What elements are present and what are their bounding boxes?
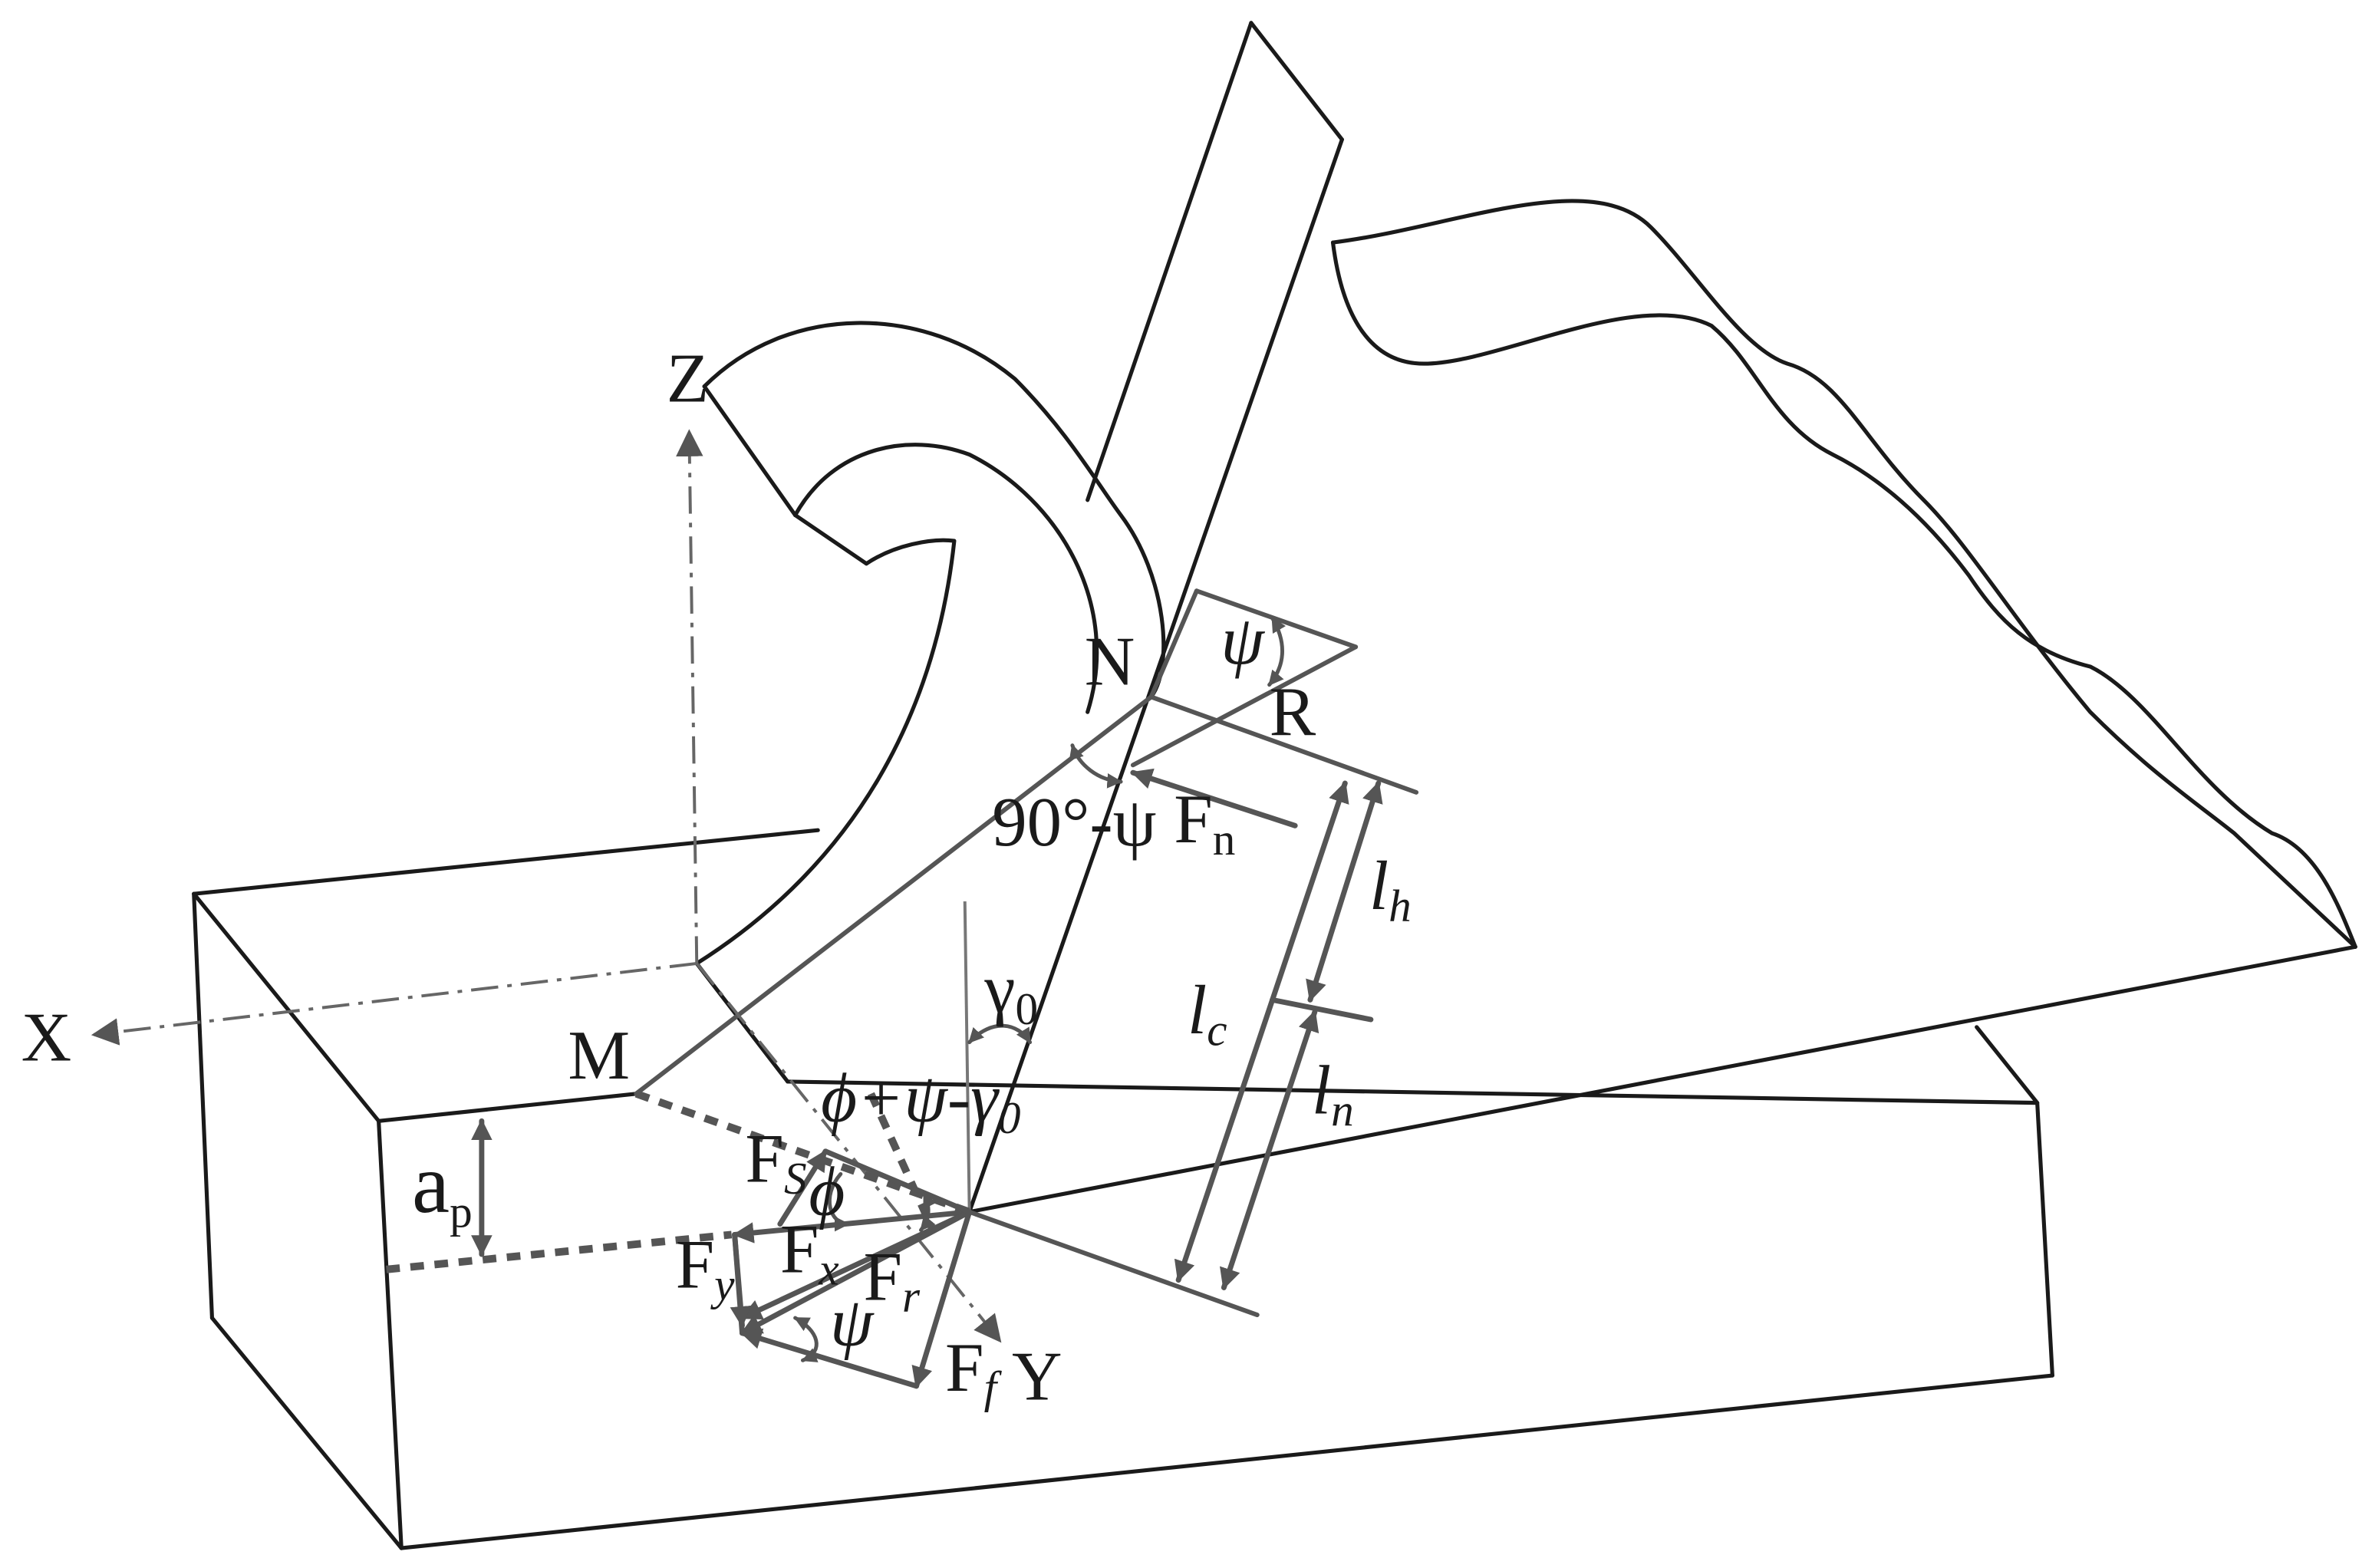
length-ln-label: ln [1312, 1051, 1354, 1135]
force-fx-label: Fx [780, 1211, 839, 1295]
force-fr-label: Fr [863, 1237, 921, 1322]
force-ff-label: Ff [945, 1329, 1003, 1413]
lh-dimension [1306, 780, 1383, 1003]
force-ff-arrow [911, 1209, 973, 1389]
length-dimensions [1174, 780, 1383, 1290]
point-m-label: M [568, 1016, 630, 1094]
angle-arcs [793, 616, 1286, 1362]
force-vectors [730, 768, 1298, 1389]
force-fs-label: FS [745, 1119, 806, 1204]
angle-psi-lower-label: ψ [830, 1283, 875, 1361]
axis-x-label: X [21, 998, 72, 1076]
axis-y-label: Y [1012, 1338, 1062, 1415]
force-fn-label: Fn [1174, 780, 1235, 865]
shear-plane [634, 588, 1419, 1318]
axis-z-label: Z [667, 339, 709, 417]
coordinate-axes [91, 429, 1002, 1343]
angle-gamma0-label: γ0 [983, 950, 1038, 1034]
labels: Z X Y M N R ψ 90°-ψ γ0 ϕ+ψ-γ0 ϕ ψ ap Fn … [21, 339, 1412, 1415]
force-fs-up-arrow [777, 1148, 829, 1227]
chip-curl [694, 321, 1166, 1084]
angle-phi-label: ϕ [809, 1153, 845, 1230]
length-lh-label: lh [1369, 847, 1412, 931]
length-lc-label: lc [1188, 971, 1227, 1056]
angle-psi-label: ψ [1221, 601, 1265, 679]
depth-ap-label: ap [412, 1136, 473, 1237]
force-fr-arrow [740, 1209, 973, 1336]
workpiece-block [192, 828, 2054, 1550]
point-r-label: R [1270, 673, 1316, 750]
angle-combo-label: ϕ+ψ-γ0 [821, 1059, 1020, 1143]
angle-90-psi-label: 90°-ψ [992, 783, 1156, 861]
force-fy-label: Fy [676, 1226, 736, 1310]
cutting-tool [967, 21, 1344, 1214]
lc-dimension [1174, 780, 1349, 1283]
point-n-label: N [1085, 623, 1135, 700]
